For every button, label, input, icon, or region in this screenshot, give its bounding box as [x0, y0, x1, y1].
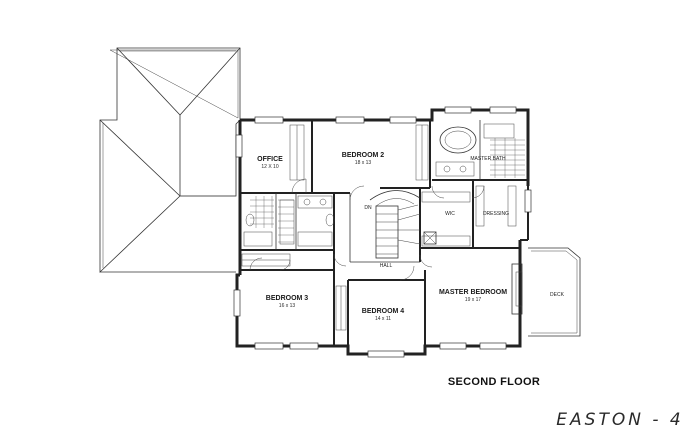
bedroom4-label: BEDROOM 4 [362, 308, 405, 315]
plan-name: EASTON - 4 [556, 410, 683, 430]
office-dims: 12 X 10 [261, 164, 278, 170]
room-labels: OFFICE 12 X 10 BEDROOM 2 18 x 13 BEDROOM… [257, 152, 564, 322]
master-bedroom-dims: 19 x 17 [465, 297, 482, 303]
bedroom3-dims: 16 x 13 [279, 303, 296, 309]
stair-dn-label: DN [364, 205, 372, 211]
master-bath-label: MASTER BATH [470, 156, 506, 162]
windows [233, 106, 532, 358]
office-label: OFFICE [257, 156, 283, 163]
wic-label: WIC [445, 211, 455, 217]
master-bath-fixtures [435, 123, 525, 178]
doors [249, 178, 485, 281]
master-bedroom-label: MASTER BEDROOM [439, 289, 507, 296]
hall-bath-fixtures [243, 195, 335, 247]
floor-title: SECOND FLOOR [448, 376, 540, 388]
bedroom4-dims: 14 x 11 [375, 316, 391, 322]
deck-label: DECK [550, 292, 565, 298]
fireplace [511, 263, 523, 315]
bedroom2-dims: 18 x 13 [355, 160, 372, 166]
bedroom2-label: BEDROOM 2 [342, 152, 385, 159]
deck [528, 247, 581, 337]
dressing-label: DRESSING [483, 211, 509, 217]
hall-label: HALL [380, 263, 393, 269]
bedroom3-label: BEDROOM 3 [266, 295, 309, 302]
staircase [279, 190, 421, 259]
interior-walls [240, 120, 528, 346]
roof-outline [99, 47, 241, 273]
